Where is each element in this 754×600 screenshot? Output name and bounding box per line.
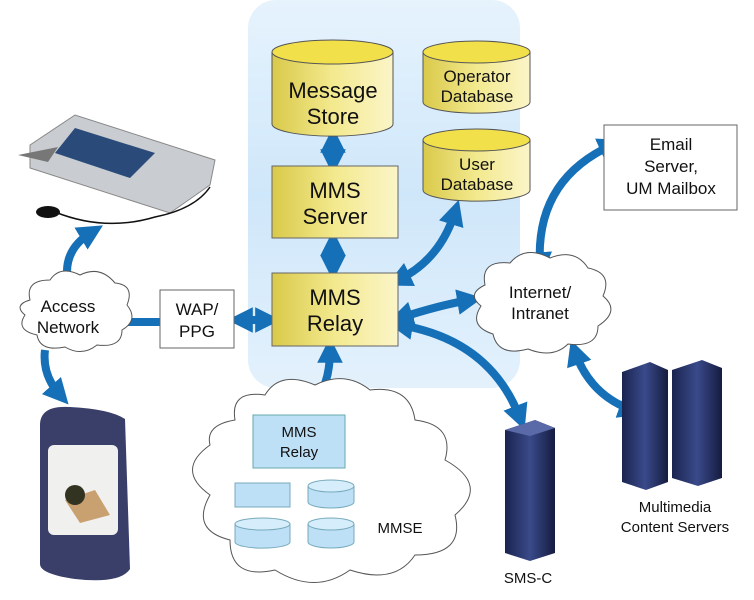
svg-text:Operator: Operator <box>443 67 510 86</box>
svg-text:SMS-C: SMS-C <box>504 570 553 587</box>
svg-text:User: User <box>459 155 495 174</box>
svg-text:Relay: Relay <box>307 311 363 336</box>
svg-text:Internet/: Internet/ <box>509 283 572 302</box>
svg-text:MMS: MMS <box>282 424 317 441</box>
svg-text:Relay: Relay <box>280 444 319 461</box>
svg-text:Database: Database <box>441 87 514 106</box>
wap-ppg-box: WAP/ PPG <box>160 290 234 348</box>
content-servers-icon: Multimedia Content Servers <box>621 360 729 536</box>
svg-text:Intranet: Intranet <box>511 304 569 323</box>
svg-text:PPG: PPG <box>179 322 215 341</box>
operator-database-cylinder: Operator Database <box>423 41 530 113</box>
svg-text:MMS: MMS <box>309 178 360 203</box>
mmse-label: MMSE <box>378 520 423 537</box>
pda-device-icon <box>18 115 215 223</box>
svg-text:MMS: MMS <box>309 285 360 310</box>
svg-text:Server,: Server, <box>644 157 698 176</box>
svg-text:Email: Email <box>650 135 693 154</box>
user-database-cylinder: User Database <box>423 129 530 201</box>
svg-text:Access: Access <box>41 297 96 316</box>
svg-text:Network: Network <box>37 318 100 337</box>
svg-text:Content Servers: Content Servers <box>621 519 729 536</box>
svg-text:Database: Database <box>441 175 514 194</box>
svg-text:Store: Store <box>307 104 360 129</box>
email-server-box: Email Server, UM Mailbox <box>604 125 737 210</box>
mobile-handset-icon <box>40 407 130 580</box>
mms-relay-box: MMS Relay <box>272 273 398 346</box>
svg-text:Server: Server <box>303 204 368 229</box>
sms-c-server-icon: SMS-C <box>504 420 555 587</box>
svg-text:WAP/: WAP/ <box>176 300 219 319</box>
internet-intranet-cloud: Internet/ Intranet <box>474 253 611 353</box>
access-network-cloud: Access Network <box>20 271 132 352</box>
mmse-cloud: MMS Relay MMSE <box>193 379 471 583</box>
svg-text:UM Mailbox: UM Mailbox <box>626 179 716 198</box>
svg-text:Multimedia: Multimedia <box>639 499 712 516</box>
svg-text:Message: Message <box>288 78 377 103</box>
message-store-cylinder: Message Store <box>272 40 393 136</box>
mms-server-box: MMS Server <box>272 166 398 238</box>
